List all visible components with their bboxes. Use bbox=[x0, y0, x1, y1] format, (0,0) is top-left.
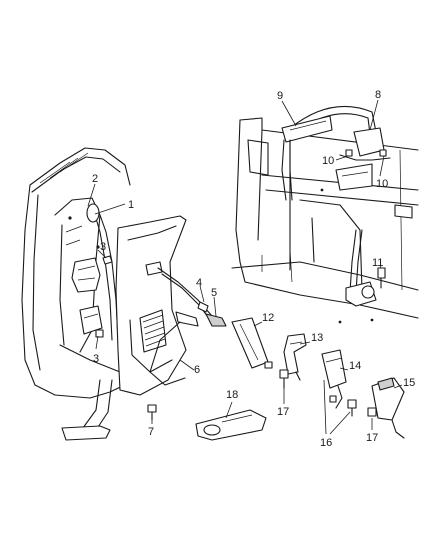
callout-11: 11 bbox=[372, 257, 383, 269]
callout-17b: 17 bbox=[366, 432, 378, 444]
callout-10a: 10 bbox=[322, 155, 334, 167]
callout-8: 8 bbox=[375, 89, 381, 101]
callout-15: 15 bbox=[403, 377, 415, 389]
callout-13: 13 bbox=[311, 332, 323, 344]
callout-17a: 17 bbox=[277, 406, 289, 418]
front-belt-webbing bbox=[149, 267, 227, 386]
callout-6: 6 bbox=[194, 364, 200, 376]
callout-16: 16 bbox=[320, 437, 332, 449]
rear-cab-wall bbox=[231, 117, 419, 324]
leader-lines bbox=[87, 99, 403, 435]
floor-bracket bbox=[195, 409, 267, 441]
callout-3b: 3 bbox=[93, 353, 99, 365]
center-buckle bbox=[321, 349, 347, 409]
callout-2: 2 bbox=[92, 173, 98, 185]
callout-5: 5 bbox=[211, 287, 217, 299]
callout-18: 18 bbox=[226, 389, 238, 401]
loose-bolts bbox=[279, 369, 357, 417]
callout-10b: 10 bbox=[376, 178, 388, 190]
callout-4: 4 bbox=[196, 277, 202, 289]
left-fasteners bbox=[95, 255, 157, 421]
rear-retractor bbox=[345, 229, 386, 307]
callout-1: 1 bbox=[128, 199, 134, 211]
outboard-buckle bbox=[367, 377, 405, 439]
callout-numbers: 1 2 3 3 4 5 6 7 8 9 10 10 11 12 13 14 15… bbox=[92, 89, 415, 449]
callout-7: 7 bbox=[148, 426, 154, 438]
buckle-boot bbox=[231, 317, 273, 369]
quarter-trim-panel bbox=[61, 215, 187, 441]
callout-3a: 3 bbox=[100, 241, 106, 253]
callout-9: 9 bbox=[277, 90, 283, 102]
callout-12: 12 bbox=[262, 312, 274, 324]
rear-shoulder-belt bbox=[281, 105, 391, 201]
callout-14: 14 bbox=[349, 360, 361, 372]
